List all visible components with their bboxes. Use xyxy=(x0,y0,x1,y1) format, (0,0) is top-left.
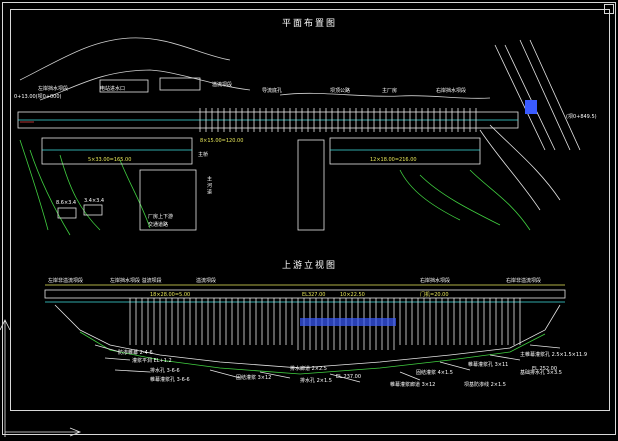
right-road-blue xyxy=(525,100,537,114)
elev-note12: 基础排水孔 3×3.5 xyxy=(520,370,562,376)
elev-note6: 排水廊道 2×2.5 xyxy=(290,366,327,372)
elev-note15: EL.252.00 xyxy=(532,366,558,372)
gallery-block xyxy=(139,169,197,231)
plan-label-stage: 坝顶公路 xyxy=(330,88,351,94)
grout-curtain xyxy=(79,331,546,375)
elev-note11: 主帷幕灌浆孔 2.5×1.5×11.9 xyxy=(520,352,588,358)
contour-line xyxy=(19,139,151,236)
plan-label-small2: 3.4×3.4 xyxy=(84,198,105,204)
elevation-view xyxy=(44,284,566,383)
small-house xyxy=(83,204,103,216)
terrain-line xyxy=(19,37,491,101)
elev-label-seg4: 右岸非溢流坝段 xyxy=(506,278,542,284)
elev-label-seg2: 溢流坝段 xyxy=(196,278,217,284)
elev-label-left: 左岸非溢流坝段 xyxy=(48,278,84,284)
upper-block xyxy=(99,79,149,93)
elev-note4: 帷幕灌浆孔 3-6-6 xyxy=(150,377,190,383)
plan-label-river: 主 河 道 xyxy=(206,176,212,195)
plan-label-intake: 电站进水口 xyxy=(100,86,126,92)
elev-note7: 排水孔 2×1.5 xyxy=(300,378,332,384)
plan-label-spillway: 溢流坝段 xyxy=(212,82,233,88)
elev-dim1: 18×28.00=5.00 xyxy=(150,292,191,298)
plan-label-gallery2: 交通道路 xyxy=(148,222,169,228)
elev-note1: 防渗帷幕 2-4-6 xyxy=(118,350,153,356)
elev-note2: 灌浆平洞 EL+1.2 xyxy=(132,358,172,364)
plan-label-gallery: 厂房上下游 xyxy=(148,214,174,220)
elev-note5: 固结灌浆 3×12 xyxy=(236,375,272,381)
elevation-crest-band xyxy=(44,289,566,299)
plan-dim-right: 12×18.00=216.00 xyxy=(370,157,417,163)
plan-view-title: 平面布置图 xyxy=(282,19,338,29)
plan-label-bridge: 主桥 xyxy=(198,152,209,158)
viewport-corner-icon xyxy=(604,4,614,14)
elev-note3: 排水孔 3-6-6 xyxy=(150,368,180,374)
drawing-border-inner xyxy=(10,9,610,411)
plan-dim-mid: 8×15.00=120.00 xyxy=(200,138,244,144)
spillway-hatch xyxy=(199,108,477,132)
plan-elev-left: 0+13.00(坝0+000) xyxy=(14,94,62,100)
plan-label-gate: 导流底孔 xyxy=(262,88,283,94)
plan-elev-right: (坝0+849.5) xyxy=(566,114,597,120)
plan-label-left-block: 左岸挡水坝段 xyxy=(38,86,69,92)
elev-label-seg1: 左岸挡水坝段 溢流坝段 xyxy=(110,278,162,284)
elev-note9: 固结灌浆 4×1.5 xyxy=(416,370,453,376)
left-plant-block xyxy=(41,137,193,165)
elev-note8: 帷幕灌浆廊道 3×12 xyxy=(390,382,436,388)
plan-label-right-block: 右岸挡水坝段 xyxy=(436,88,467,94)
plan-dim-left: 5×33.00=165.00 xyxy=(88,157,132,163)
leader-lines xyxy=(94,344,561,383)
elev-note13: 坝基防渗线 2×1.5 xyxy=(464,382,506,388)
upper-block xyxy=(159,77,201,91)
elev-dim2: EL327.00 xyxy=(302,292,326,298)
right-curve xyxy=(479,124,561,211)
elev-note10: 帷幕灌浆孔 3×11 xyxy=(468,362,509,368)
right-bank-road xyxy=(494,39,581,151)
elevation-view-title: 上游立视图 xyxy=(282,261,338,271)
plan-label-small1: 8.6×3.4 xyxy=(56,200,77,206)
plan-label-plant: 主厂房 xyxy=(382,88,398,94)
elev-label-seg3: 右岸挡水坝段 xyxy=(420,278,451,284)
elev-dim4: 门机=20.00 xyxy=(420,292,449,298)
central-channel xyxy=(297,139,325,231)
contour-line xyxy=(399,169,531,231)
drawing-border-outer xyxy=(2,2,616,435)
elev-note14: EL.237.00 xyxy=(336,374,362,380)
blue-fill xyxy=(300,318,396,326)
right-plant-block xyxy=(329,137,481,165)
elev-dim3: 10×22.50 xyxy=(340,292,365,298)
plan-view xyxy=(17,37,581,236)
foundation-profile xyxy=(54,304,561,369)
small-house xyxy=(57,207,77,219)
